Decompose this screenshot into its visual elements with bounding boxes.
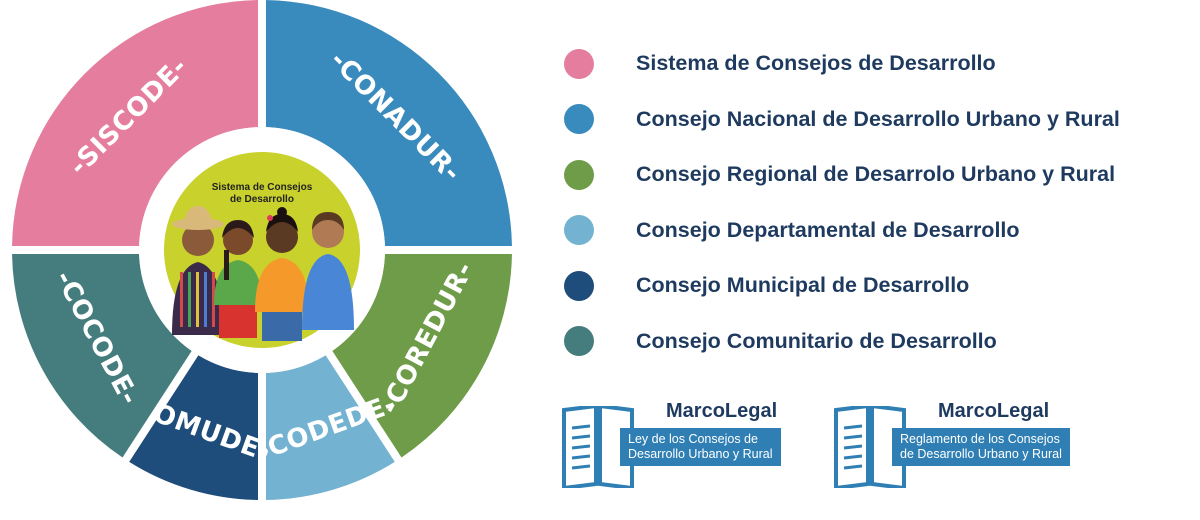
wheel-segment [265, 355, 395, 500]
legend-label: Consejo Nacional de Desarrollo Urbano y … [636, 106, 1120, 131]
marco-legal-text-box: Reglamento de los Consejos de Desarrollo… [892, 428, 1070, 466]
blue-dot-icon [564, 104, 594, 135]
legend-item-comude: Consejo Municipal de Desarrollo [560, 258, 1200, 314]
wheel-segment [332, 253, 512, 458]
legend-label: Consejo Departamental de Desarrollo [636, 217, 1020, 242]
legend-item-coredur: Consejo Regional de Desarrolo Urbano y R… [560, 147, 1200, 203]
marco-legal-line2: de Desarrollo Urbano y Rural [900, 447, 1062, 461]
pink-dot-icon [564, 48, 594, 79]
person-figure [302, 212, 354, 330]
legend-label: Consejo Comunitario de Desarrollo [636, 328, 997, 353]
navy-dot-icon [564, 270, 594, 301]
green-dot-icon [564, 159, 594, 190]
open-book-icon [834, 406, 906, 488]
legend: Sistema de Consejos de Desarrollo Consej… [560, 36, 1200, 369]
wheel-segment [265, 0, 512, 247]
legend-label: Consejo Regional de Desarrolo Urbano y R… [636, 162, 1116, 187]
wheel-segment [129, 355, 259, 500]
marco-legal-line1: Ley de los Consejos de [628, 432, 758, 446]
marco-legal-text-box: Ley de los Consejos de Desarrollo Urbano… [620, 428, 781, 466]
legend-item-conadur: Consejo Nacional de Desarrollo Urbano y … [560, 92, 1200, 148]
center-illustration: Sistema de Consejos de Desarrollo [164, 152, 360, 348]
person-figure [255, 207, 309, 341]
marco-legal-line2: Desarrollo Urbano y Rural [628, 447, 773, 461]
legend-item-codede: Consejo Departamental de Desarrollo [560, 203, 1200, 259]
person-figure [172, 206, 224, 335]
wheel-segment [12, 253, 192, 458]
teal-dot-icon [564, 326, 594, 357]
legend-label: Sistema de Consejos de Desarrollo [636, 51, 996, 76]
wheel-segments: -SISCODE--CONADUR--COREDUR--CODEDE--COMU… [12, 0, 512, 500]
person-figure [214, 220, 262, 338]
marco-legal-line1: Reglamento de los Consejos [900, 432, 1060, 446]
center-title-line2: de Desarrollo [230, 194, 294, 205]
legend-item-siscode: Sistema de Consejos de Desarrollo [560, 36, 1200, 92]
light-blue-dot-icon [564, 215, 594, 246]
legend-label: Consejo Municipal de Desarrollo [636, 273, 970, 298]
marco-legal-title: MarcoLegal [938, 400, 1050, 422]
legend-item-cocode: Consejo Comunitario de Desarrollo [560, 314, 1200, 370]
marco-legal-title: MarcoLegal [666, 400, 778, 422]
center-title-line1: Sistema de Consejos [212, 182, 313, 193]
council-wheel-diagram: -SISCODE--CONADUR--COREDUR--CODEDE--COMU… [12, 0, 512, 500]
open-book-icon [562, 406, 634, 488]
wheel-segment [12, 0, 259, 247]
